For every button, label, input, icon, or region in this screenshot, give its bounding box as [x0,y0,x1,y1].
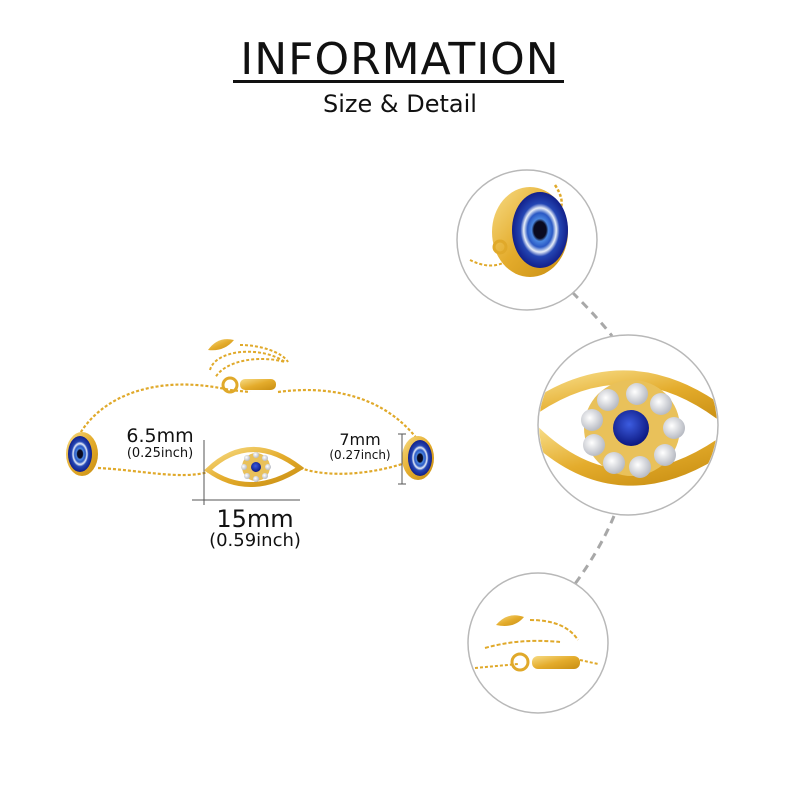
bead-height-inch: (0.27inch) [329,447,391,462]
center-evil-eye-charm [204,447,305,487]
right-evil-eye-bead [402,436,434,480]
detail-circle-clasp [467,572,609,714]
dimension-lines [192,433,406,505]
dimension-label-bead-width: 6.5mm (0.25inch) [112,425,208,461]
dimension-label-bead-height: 7mm (0.27inch) [323,430,397,462]
title-underline [233,80,564,83]
bracelet-image [66,339,434,487]
bead-width-inch: (0.25inch) [126,445,194,461]
charm-width-mm: 15mm [216,505,294,533]
detail-circle-charm [537,334,719,516]
bead-height-mm: 7mm [339,430,381,449]
detail-circle-bead [456,169,598,311]
page-subtitle: Size & Detail [323,90,477,118]
dashed-connector-bottom [570,515,616,589]
charm-width-inch: (0.59inch) [209,530,301,552]
left-evil-eye-bead [66,432,98,476]
page-title: INFORMATION [240,34,560,85]
dimension-label-charm-width: 15mm (0.59inch) [195,505,315,552]
dashed-connector-top [570,290,614,337]
bead-width-mm: 6.5mm [126,425,194,447]
